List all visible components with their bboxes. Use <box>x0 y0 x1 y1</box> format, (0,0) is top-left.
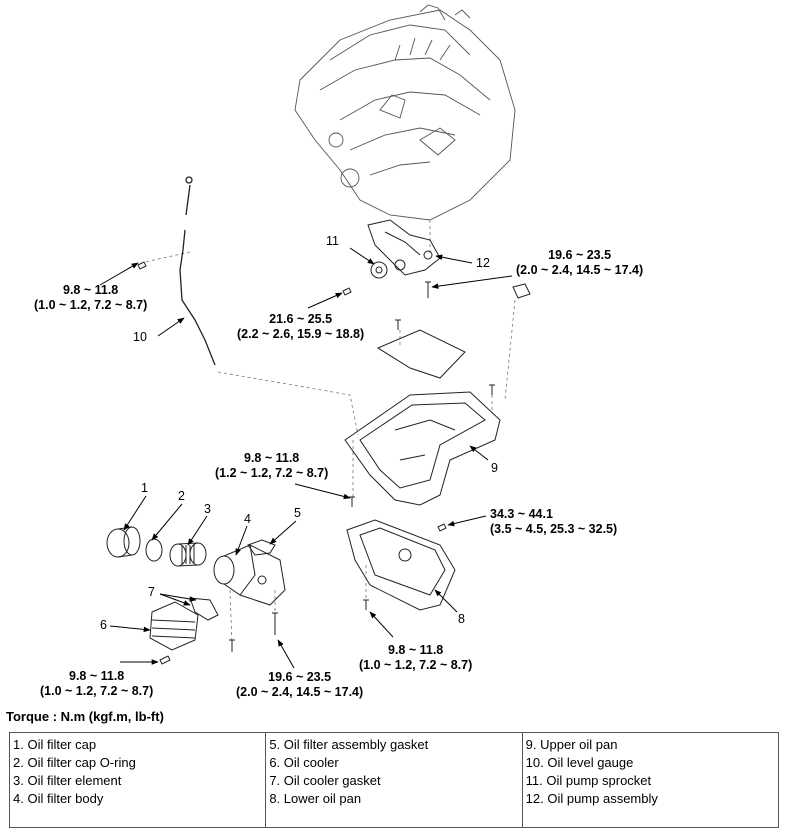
baffle-plate-drawing <box>376 329 466 379</box>
upper-oil-pan-drawing <box>344 391 501 506</box>
oil-filter-body-drawing <box>213 544 286 606</box>
torque-spec-oil-pump: 19.6 ~ 23.5(2.0 ~ 2.4, 14.5 ~ 17.4) <box>516 248 644 277</box>
parts-legend-table: 1. Oil filter cap 2. Oil filter cap O-ri… <box>9 732 779 828</box>
torque-spec-filter-body: 19.6 ~ 23.5(2.0 ~ 2.4, 14.5 ~ 17.4) <box>236 670 364 699</box>
oil-filter-element-drawing <box>169 542 207 567</box>
legend-item: 6. Oil cooler <box>269 755 339 770</box>
torque-spec-upper-pan: 9.8 ~ 11.8(1.2 ~ 1.2, 7.2 ~ 8.7) <box>215 451 329 480</box>
exploded-parts-diagram <box>99 4 531 669</box>
legend-item: 11. Oil pump sprocket <box>525 773 652 788</box>
torque-spec-drain-plug: 34.3 ~ 44.1(3.5 ~ 4.5, 25.3 ~ 32.5) <box>490 507 618 536</box>
torque-spec-oil-gauge: 9.8 ~ 11.8(1.0 ~ 1.2, 7.2 ~ 8.7) <box>34 283 148 312</box>
legend-item: 8. Lower oil pan <box>269 791 362 806</box>
torque-spec-sprocket: 21.6 ~ 25.5(2.2 ~ 2.6, 15.9 ~ 18.8) <box>237 312 365 341</box>
callout-7: 7 <box>148 585 155 599</box>
legend-column-3: 9. Upper oil pan 10. Oil level gauge 11.… <box>523 733 778 827</box>
callout-8: 8 <box>458 612 465 626</box>
legend-item: 5. Oil filter assembly gasket <box>269 737 429 752</box>
callout-11: 11 <box>326 234 339 248</box>
oil-filter-cap-oring-drawing <box>145 538 163 562</box>
callout-12: 12 <box>476 256 490 270</box>
lower-oil-pan-drawing <box>346 519 456 611</box>
legend-column-2: 5. Oil filter assembly gasket 6. Oil coo… <box>266 733 523 827</box>
legend-item: 3. Oil filter element <box>13 773 122 788</box>
callout-5: 5 <box>294 506 301 520</box>
torque-spec-lower-pan: 9.8 ~ 11.8(1.0 ~ 1.2, 7.2 ~ 8.7) <box>359 643 473 672</box>
oil-pump-sprocket-drawing <box>370 261 388 279</box>
oil-pump-assembly-drawing <box>367 219 441 276</box>
legend-item: 7. Oil cooler gasket <box>269 773 381 788</box>
callout-6: 6 <box>100 618 107 632</box>
legend-item: 1. Oil filter cap <box>13 737 97 752</box>
oil-filter-assembly-gasket-drawing <box>247 539 276 556</box>
callout-9: 9 <box>491 461 498 475</box>
legend-item: 4. Oil filter body <box>13 791 104 806</box>
oil-cooler-gasket-drawing <box>189 597 219 621</box>
oil-level-gauge-drawing <box>179 176 216 366</box>
callout-4: 4 <box>244 512 251 526</box>
callout-1: 1 <box>141 481 148 495</box>
engine-block-drawing <box>294 4 516 221</box>
callout-3: 3 <box>204 502 211 516</box>
legend-column-1: 1. Oil filter cap 2. Oil filter cap O-ri… <box>10 733 267 827</box>
callout-10: 10 <box>133 330 147 344</box>
oil-filter-cap-drawing <box>106 526 141 558</box>
legend-item: 12. Oil pump assembly <box>525 791 658 806</box>
bracket-drawing <box>512 283 531 299</box>
legend-item: 2. Oil filter cap O-ring <box>13 755 136 770</box>
bolt-drawings <box>137 261 495 665</box>
oil-cooler-drawing <box>149 601 199 651</box>
callout-2: 2 <box>178 489 185 503</box>
legend-item: 10. Oil level gauge <box>525 755 634 770</box>
torque-spec-oil-cooler: 9.8 ~ 11.8(1.0 ~ 1.2, 7.2 ~ 8.7) <box>40 669 154 698</box>
legend-item: 9. Upper oil pan <box>525 737 618 752</box>
torque-unit-caption: Torque : N.m (kgf.m, lb-ft) <box>6 709 164 724</box>
